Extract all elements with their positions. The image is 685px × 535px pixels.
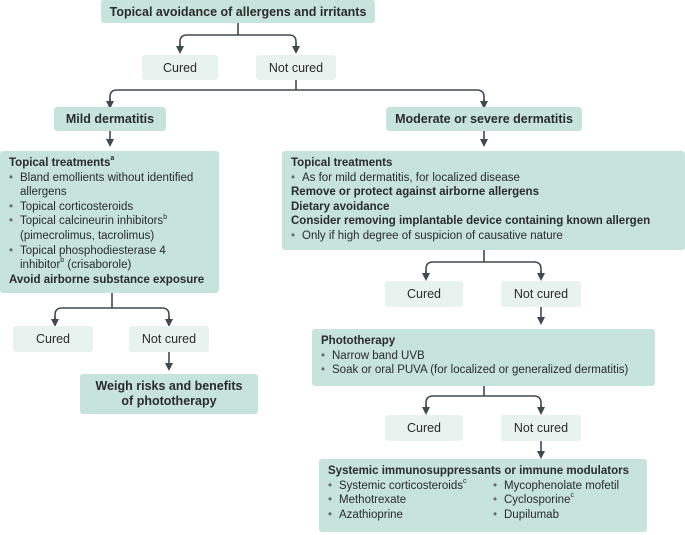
weigh-phototherapy-box: Weigh risks and benefits of phototherapy — [80, 374, 258, 414]
mild-item: Bland emollients without identified alle… — [9, 171, 210, 200]
not-cured-label: Not cured — [513, 421, 569, 435]
phototherapy-item: Soak or oral PUVA (for localized or gene… — [321, 363, 646, 378]
systemic-item: Methotrexate — [328, 493, 493, 508]
mild-dermatitis-label: Mild dermatitis — [65, 112, 155, 126]
not-cured-label: Not cured — [268, 60, 324, 75]
cured-label: Cured — [406, 421, 442, 435]
outcome-cured-severe: Cured — [385, 281, 463, 307]
cured-label: Cured — [35, 332, 71, 346]
severe-dermatitis-label: Moderate or severe dermatitis — [395, 112, 573, 126]
systemic-item: Systemic corticosteroidsc — [328, 478, 493, 494]
avoidance-label: Topical avoidance of allergens and irrit… — [109, 4, 367, 19]
phototherapy-box: Phototherapy Narrow band UVB Soak or ora… — [312, 329, 655, 386]
mild-treatment-title: Topical treatmentsa — [9, 155, 115, 169]
mild-item: Topical phosphodiesterase 4 inhibitorb (… — [9, 244, 210, 273]
cured-label: Cured — [162, 60, 198, 75]
outcome-not-cured-photo: Not cured — [501, 415, 581, 441]
outcome-not-cured-mild: Not cured — [129, 326, 209, 352]
systemic-title: Systemic immunosuppressants or immune mo… — [328, 465, 629, 477]
outcome-cured-1: Cured — [142, 55, 218, 80]
outcome-cured-photo: Cured — [385, 415, 463, 441]
systemic-item: Dupilumab — [493, 508, 619, 523]
systemic-box: Systemic immunosuppressants or immune mo… — [319, 459, 647, 532]
outcome-not-cured-severe: Not cured — [501, 281, 581, 307]
avoidance-box: Topical avoidance of allergens and irrit… — [101, 0, 375, 23]
severe-treatment-title: Topical treatments — [291, 157, 393, 169]
systemic-item: Mycophenolate mofetil — [493, 479, 619, 494]
systemic-item: Azathioprine — [328, 508, 493, 523]
mild-item: Topical corticosteroids — [9, 200, 210, 215]
mild-treatment-box: Topical treatmentsa Bland emollients wit… — [0, 151, 219, 293]
mild-treatment-footer: Avoid airborne substance exposure — [9, 273, 205, 286]
systemic-item: Cyclosporinec — [493, 492, 619, 508]
severe-heading: Dietary avoidance — [291, 200, 390, 213]
not-cured-label: Not cured — [141, 332, 197, 346]
outcome-cured-mild: Cured — [13, 326, 93, 352]
not-cured-label: Not cured — [513, 287, 569, 301]
cured-label: Cured — [406, 287, 442, 301]
severe-item: As for mild dermatitis, for localized di… — [291, 171, 676, 186]
mild-item: Topical calcineurin inhibitorsb(pimecrol… — [9, 214, 210, 243]
severe-dermatitis-box: Moderate or severe dermatitis — [386, 107, 582, 131]
mild-dermatitis-box: Mild dermatitis — [54, 107, 166, 131]
severe-item: Only if high degree of suspicion of caus… — [291, 229, 676, 244]
weigh-phototherapy-label: Weigh risks and benefits of phototherapy — [95, 379, 243, 408]
severe-heading: Consider removing implantable device con… — [291, 215, 651, 228]
severe-heading: Remove or protect against airborne aller… — [291, 186, 539, 199]
severe-treatment-box: Topical treatments As for mild dermatiti… — [282, 151, 685, 250]
phototherapy-title: Phototherapy — [321, 335, 396, 347]
phototherapy-item: Narrow band UVB — [321, 349, 646, 364]
outcome-not-cured-1: Not cured — [256, 55, 336, 80]
